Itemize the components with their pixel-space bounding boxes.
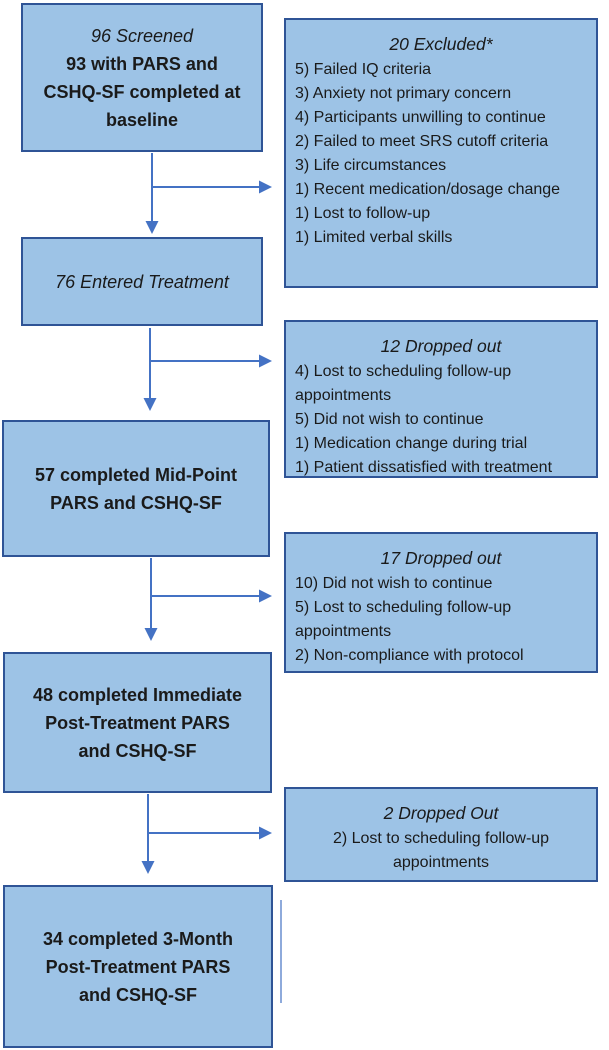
box-title-italic: 17 Dropped out	[380, 548, 502, 568]
list-item: 1) Limited verbal skills	[295, 229, 453, 246]
box-line-bold: PARS and CSHQ-SF	[50, 492, 222, 513]
box-dropped-out-12: 12 Dropped out 4) Lost to scheduling fol…	[284, 320, 598, 478]
box-dropped-out-17: 17 Dropped out 10) Did not wish to conti…	[284, 532, 598, 673]
list-item: 1) Patient dissatisfied with treatment	[295, 459, 553, 476]
box-entered-treatment: 76 Entered Treatment	[21, 237, 263, 326]
box-line-bold: 48 completed Immediate	[32, 684, 243, 705]
box-line-bold: 57 completed Mid-Point	[34, 464, 238, 485]
box-screened: 96 Screened 93 with PARS and CSHQ-SF com…	[21, 3, 263, 152]
arrow-screened-to-entered	[145, 153, 272, 234]
box-line-bold: baseline	[105, 109, 179, 130]
box-midpoint-completed: 57 completed Mid-Point PARS and CSHQ-SF	[2, 420, 270, 557]
list-item: 5) Failed IQ criteria	[295, 61, 432, 78]
arrow-entered-to-midpoint	[143, 328, 272, 411]
box-excluded: 20 Excluded* 5) Failed IQ criteria 3) An…	[284, 18, 598, 288]
list-item: 2) Failed to meet SRS cutoff criteria	[295, 133, 549, 150]
list-item: 4) Participants unwilling to continue	[295, 109, 546, 126]
box-title-italic: 12 Dropped out	[380, 336, 502, 356]
box-line-bold: Post-Treatment PARS	[45, 712, 230, 733]
list-item: 1) Recent medication/dosage change	[295, 181, 561, 198]
list-item: 2) Non-compliance with protocol	[295, 647, 524, 664]
box-line-bold: and CSHQ-SF	[78, 740, 197, 761]
box-posttreatment-completed: 48 completed Immediate Post-Treatment PA…	[3, 652, 272, 793]
box-line-bold: and CSHQ-SF	[78, 984, 197, 1005]
box-line-bold: Post-Treatment PARS	[45, 956, 231, 977]
box-title-italic: 96 Screened	[90, 25, 194, 46]
list-item: 2) Lost to scheduling follow-up appointm…	[332, 830, 550, 871]
box-line-bold: 34 completed 3-Month	[42, 928, 234, 949]
box-line-bold: 93 with PARS and	[66, 53, 218, 74]
list-item: 3) Anxiety not primary concern	[295, 85, 512, 102]
list-item: 1) Lost to follow-up	[295, 205, 431, 222]
box-title-italic: 2 Dropped Out	[383, 803, 499, 823]
list-item: 1) Medication change during trial	[295, 435, 528, 452]
box-title-italic: 76 Entered Treatment	[55, 271, 229, 292]
arrow-midpoint-to-posttx	[144, 558, 272, 641]
box-3month-completed: 34 completed 3-Month Post-Treatment PARS…	[3, 885, 273, 1048]
list-item: 4) Lost to scheduling follow-up appointm…	[295, 363, 512, 404]
box-line-bold: CSHQ-SF completed at	[43, 81, 241, 102]
list-item: 5) Lost to scheduling follow-up appointm…	[295, 599, 512, 640]
box-dropped-out-2: 2 Dropped Out 2) Lost to scheduling foll…	[284, 787, 598, 882]
list-item: 5) Did not wish to continue	[295, 411, 484, 428]
list-item: 10) Did not wish to continue	[295, 575, 493, 592]
arrow-posttx-to-followup	[141, 794, 272, 874]
box-title-italic: 20 Excluded*	[389, 34, 493, 54]
list-item: 3) Life circumstances	[295, 157, 447, 174]
